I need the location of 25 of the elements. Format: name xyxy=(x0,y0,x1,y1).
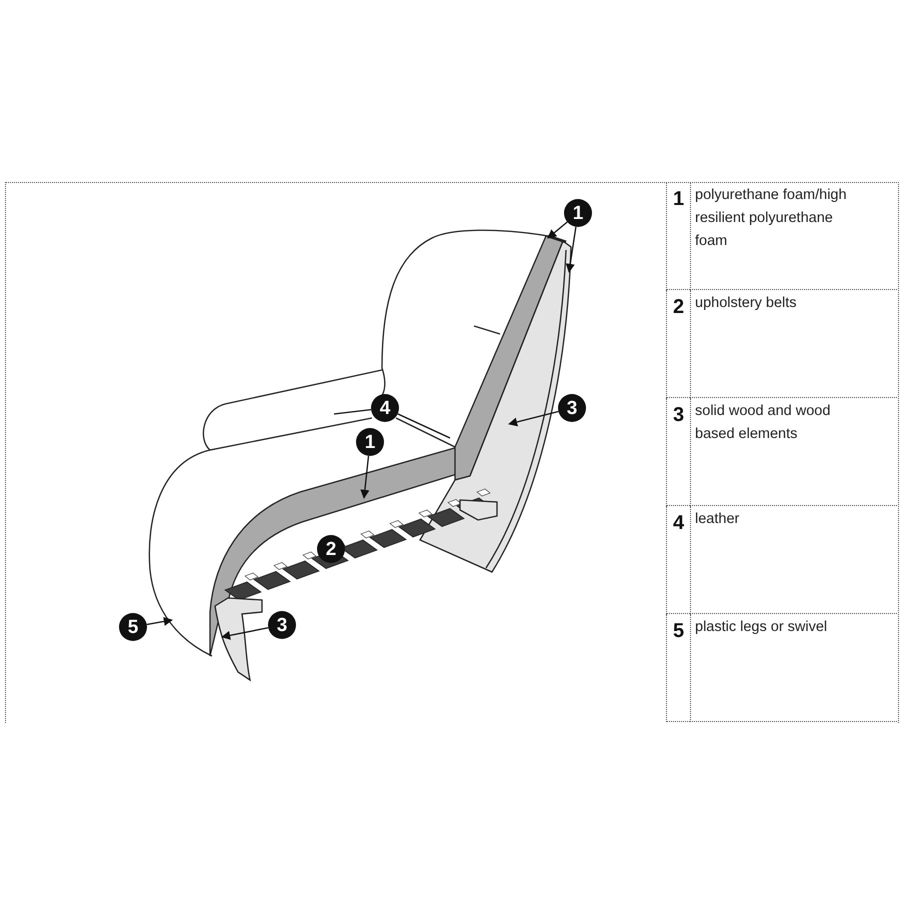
legend-number: 2 xyxy=(666,290,690,398)
leader-line xyxy=(508,410,559,426)
callout-number: 2 xyxy=(317,535,345,563)
legend-text: upholstery belts xyxy=(690,290,897,398)
callout-number: 4 xyxy=(371,394,399,422)
legend-text: polyurethane foam/high resilient polyurethane foam xyxy=(690,182,897,290)
legend-number: 1 xyxy=(666,182,690,290)
legend-text: leather xyxy=(690,506,897,614)
leader-line xyxy=(221,627,268,640)
leader-line xyxy=(146,616,173,626)
callout-number: 3 xyxy=(558,394,586,422)
legend-number: 5 xyxy=(666,614,690,722)
callout-number: 5 xyxy=(119,613,147,641)
leader-line xyxy=(334,408,372,415)
legend-text: solid wood and wood based elements xyxy=(690,398,897,506)
callout-number: 1 xyxy=(356,428,384,456)
callout-number: 3 xyxy=(268,611,296,639)
callout-number: 1 xyxy=(564,199,592,227)
legend-text: plastic legs or swivel xyxy=(690,614,897,722)
leader-line xyxy=(547,221,568,239)
leader-line xyxy=(360,456,370,499)
leader-line xyxy=(397,413,450,439)
legend-number: 3 xyxy=(666,398,690,506)
legend-number: 4 xyxy=(666,506,690,614)
leader-line xyxy=(566,226,577,273)
